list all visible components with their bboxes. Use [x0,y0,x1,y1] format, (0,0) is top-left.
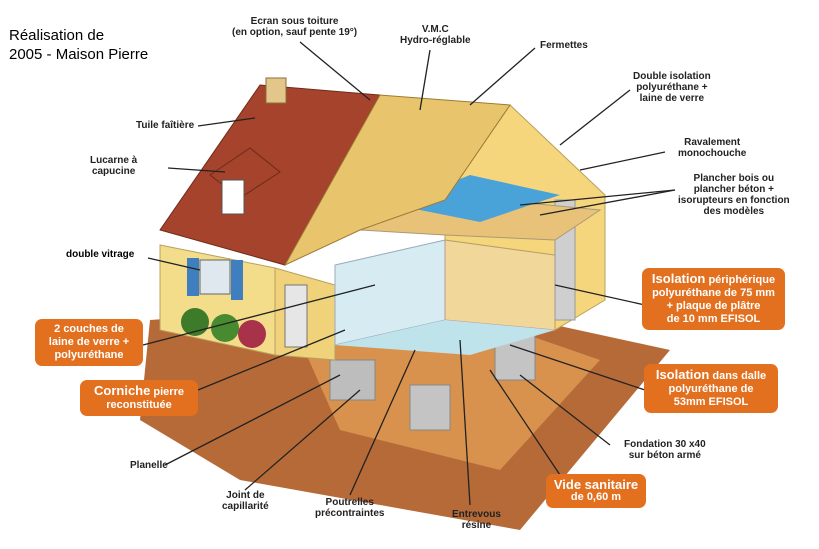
label-fermettes: Fermettes [540,40,588,51]
box-iso-dalle-line3: 53mm EFISOL [650,396,772,409]
label-fondation: Fondation 30 x40 sur béton armé [624,439,706,461]
box-iso-per-line2: polyuréthane de 75 mm [648,287,779,300]
leader-ecran [300,42,370,100]
label-plancher: Plancher bois ou plancher béton + isorup… [678,173,790,217]
label-planelle: Planelle [130,460,168,471]
box-iso-dalle-title: Isolation [656,367,709,382]
box-couches-line3: polyuréthane [41,349,137,362]
label-entrevous-line2: résine [452,520,501,531]
box-iso-per-title: Isolation [652,271,705,286]
label-ecran-line1: Ecran sous toiture [232,16,357,27]
label-joint: Joint de capillarité [222,490,269,512]
box-iso-dalle-line2: polyuréthane de [650,383,772,396]
label-lucarne-line1: Lucarne à [90,155,137,166]
label-plancher-line1: Plancher bois ou [678,173,790,184]
label-fondation-line2: sur béton armé [624,450,706,461]
label-ravalement: Ravalement monochouche [678,137,746,159]
box-iso-per-line4: de 10 mm EFISOL [648,313,779,326]
leader-joint [245,390,360,490]
label-double-vitrage: double vitrage [66,249,134,260]
leader-plancher-2 [540,190,675,215]
box-corniche-rest: pierre [153,386,184,398]
label-entrevous: Entrevous résine [452,509,501,531]
page-title: Réalisation de 2005 - Maison Pierre [9,26,148,64]
label-double-iso-line2: polyuréthane + [633,82,711,93]
box-iso-dalle-rest: dans dalle [712,370,766,382]
box-vide-sanitaire: Vide sanitaire de 0,60 m [546,474,646,508]
leader-ravalement [580,152,665,170]
label-ravalement-line1: Ravalement [678,137,746,148]
title-line-1: Réalisation de [9,26,148,45]
box-iso-per-rest: périphérique [708,274,775,286]
label-vmc-line2: Hydro-réglable [400,35,471,46]
label-fondation-line1: Fondation 30 x40 [624,439,706,450]
leader-poutrelles [350,350,415,495]
label-joint-line1: Joint de [222,490,269,501]
leader-lucarne [168,168,225,172]
leader-fermettes [470,48,535,105]
label-double-iso-line1: Double isolation [633,71,711,82]
label-entrevous-line1: Entrevous [452,509,501,520]
label-double-iso-line3: laine de verre [633,93,711,104]
title-line-2: 2005 - Maison Pierre [9,45,148,64]
label-vmc-line1: V.M.C [400,24,471,35]
box-vide-line1: Vide sanitaire [552,478,640,491]
box-vide-line2: de 0,60 m [552,491,640,504]
box-couches-line2: laine de verre + [41,336,137,349]
label-poutrelles: Poutrelles précontraintes [315,497,384,519]
label-double-isolation: Double isolation polyuréthane + laine de… [633,71,711,104]
box-isolation-dalle: Isolation dans dalle polyuréthane de 53m… [644,364,778,413]
label-plancher-line4: des modèles [678,206,790,217]
leader-couches [143,285,375,345]
label-ecran: Ecran sous toiture (en option, sauf pent… [232,16,357,38]
leader-tuile [198,118,255,126]
box-corniche: Corniche pierre reconstituée [80,380,198,416]
leader-double-iso [560,90,630,145]
box-isolation-peripherique: Isolation périphérique polyuréthane de 7… [642,268,785,330]
label-lucarne: Lucarne à capucine [90,155,137,177]
box-iso-per-line3: + plaque de plâtre [648,300,779,313]
leader-entrevous [460,340,470,505]
label-poutrelles-line2: précontraintes [315,508,384,519]
leader-vmc [420,50,430,110]
leader-double-vitrage [148,258,200,270]
label-poutrelles-line1: Poutrelles [315,497,384,508]
label-plancher-line2: plancher béton + [678,184,790,195]
box-corniche-line2: reconstituée [86,399,192,412]
label-tuile: Tuile faîtière [136,120,194,131]
leader-vide [490,370,560,475]
box-couches-line1: 2 couches de [41,323,137,336]
label-vmc: V.M.C Hydro-réglable [400,24,471,46]
label-joint-line2: capillarité [222,501,269,512]
leader-corniche [198,330,345,390]
box-corniche-title: Corniche [94,383,150,398]
label-plancher-line3: isorupteurs en fonction [678,195,790,206]
box-couches: 2 couches de laine de verre + polyurétha… [35,319,143,366]
leader-iso-per [555,285,645,305]
label-ecran-line2: (en option, sauf pente 19°) [232,27,357,38]
leader-plancher-1 [520,190,675,205]
label-lucarne-line2: capucine [90,166,137,177]
label-ravalement-line2: monochouche [678,148,746,159]
